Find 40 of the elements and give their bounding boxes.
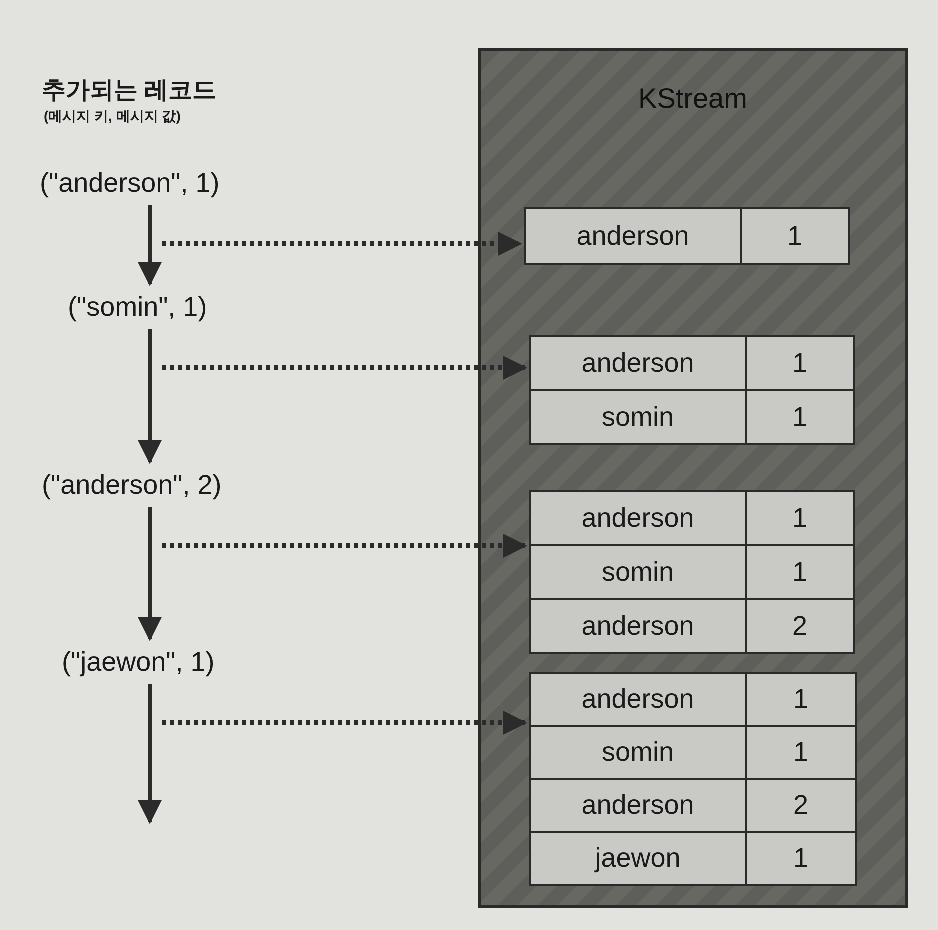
table-cell: somin xyxy=(531,391,745,443)
table-cell: anderson xyxy=(531,600,745,652)
table-cell: 1 xyxy=(747,727,855,778)
panel-title: KStream xyxy=(638,83,748,115)
dotted-arrow xyxy=(162,232,522,256)
table-cell: 1 xyxy=(747,337,853,389)
table-cell: 1 xyxy=(747,833,855,884)
table-cell: somin xyxy=(531,727,745,778)
table-cell: anderson xyxy=(531,492,745,544)
table-cell: 2 xyxy=(747,780,855,831)
arrow xyxy=(138,329,162,464)
record-text: ("anderson", 2) xyxy=(42,470,222,501)
table-cell: 1 xyxy=(742,209,848,263)
record-table xyxy=(529,335,855,445)
table-cell: 2 xyxy=(747,600,853,652)
table-cell: anderson xyxy=(531,780,745,831)
dotted-arrow xyxy=(162,711,528,735)
table-cell: jaewon xyxy=(531,833,745,884)
table-cell: 1 xyxy=(747,492,853,544)
dotted-arrow xyxy=(162,356,528,380)
record-text: ("somin", 1) xyxy=(68,292,208,323)
heading-text: (메시지 키, 메시지 값) xyxy=(44,108,181,126)
table-cell: anderson xyxy=(526,209,740,263)
record-table xyxy=(524,207,850,265)
table-cell: 1 xyxy=(747,391,853,443)
table-cell: anderson xyxy=(531,674,745,725)
arrow xyxy=(138,205,162,286)
record-text: ("jaewon", 1) xyxy=(62,647,215,678)
table-cell: somin xyxy=(531,546,745,598)
arrow xyxy=(138,507,162,642)
heading-text: 추가되는 레코드 xyxy=(42,76,217,106)
record-text: ("anderson", 1) xyxy=(40,168,220,199)
stream-panel xyxy=(478,48,908,908)
table-cell: 1 xyxy=(747,674,855,725)
record-table xyxy=(529,672,857,886)
arrow xyxy=(138,684,162,824)
dotted-arrow xyxy=(162,534,528,558)
table-cell: anderson xyxy=(531,337,745,389)
table-cell: 1 xyxy=(747,546,853,598)
record-table xyxy=(529,490,855,654)
